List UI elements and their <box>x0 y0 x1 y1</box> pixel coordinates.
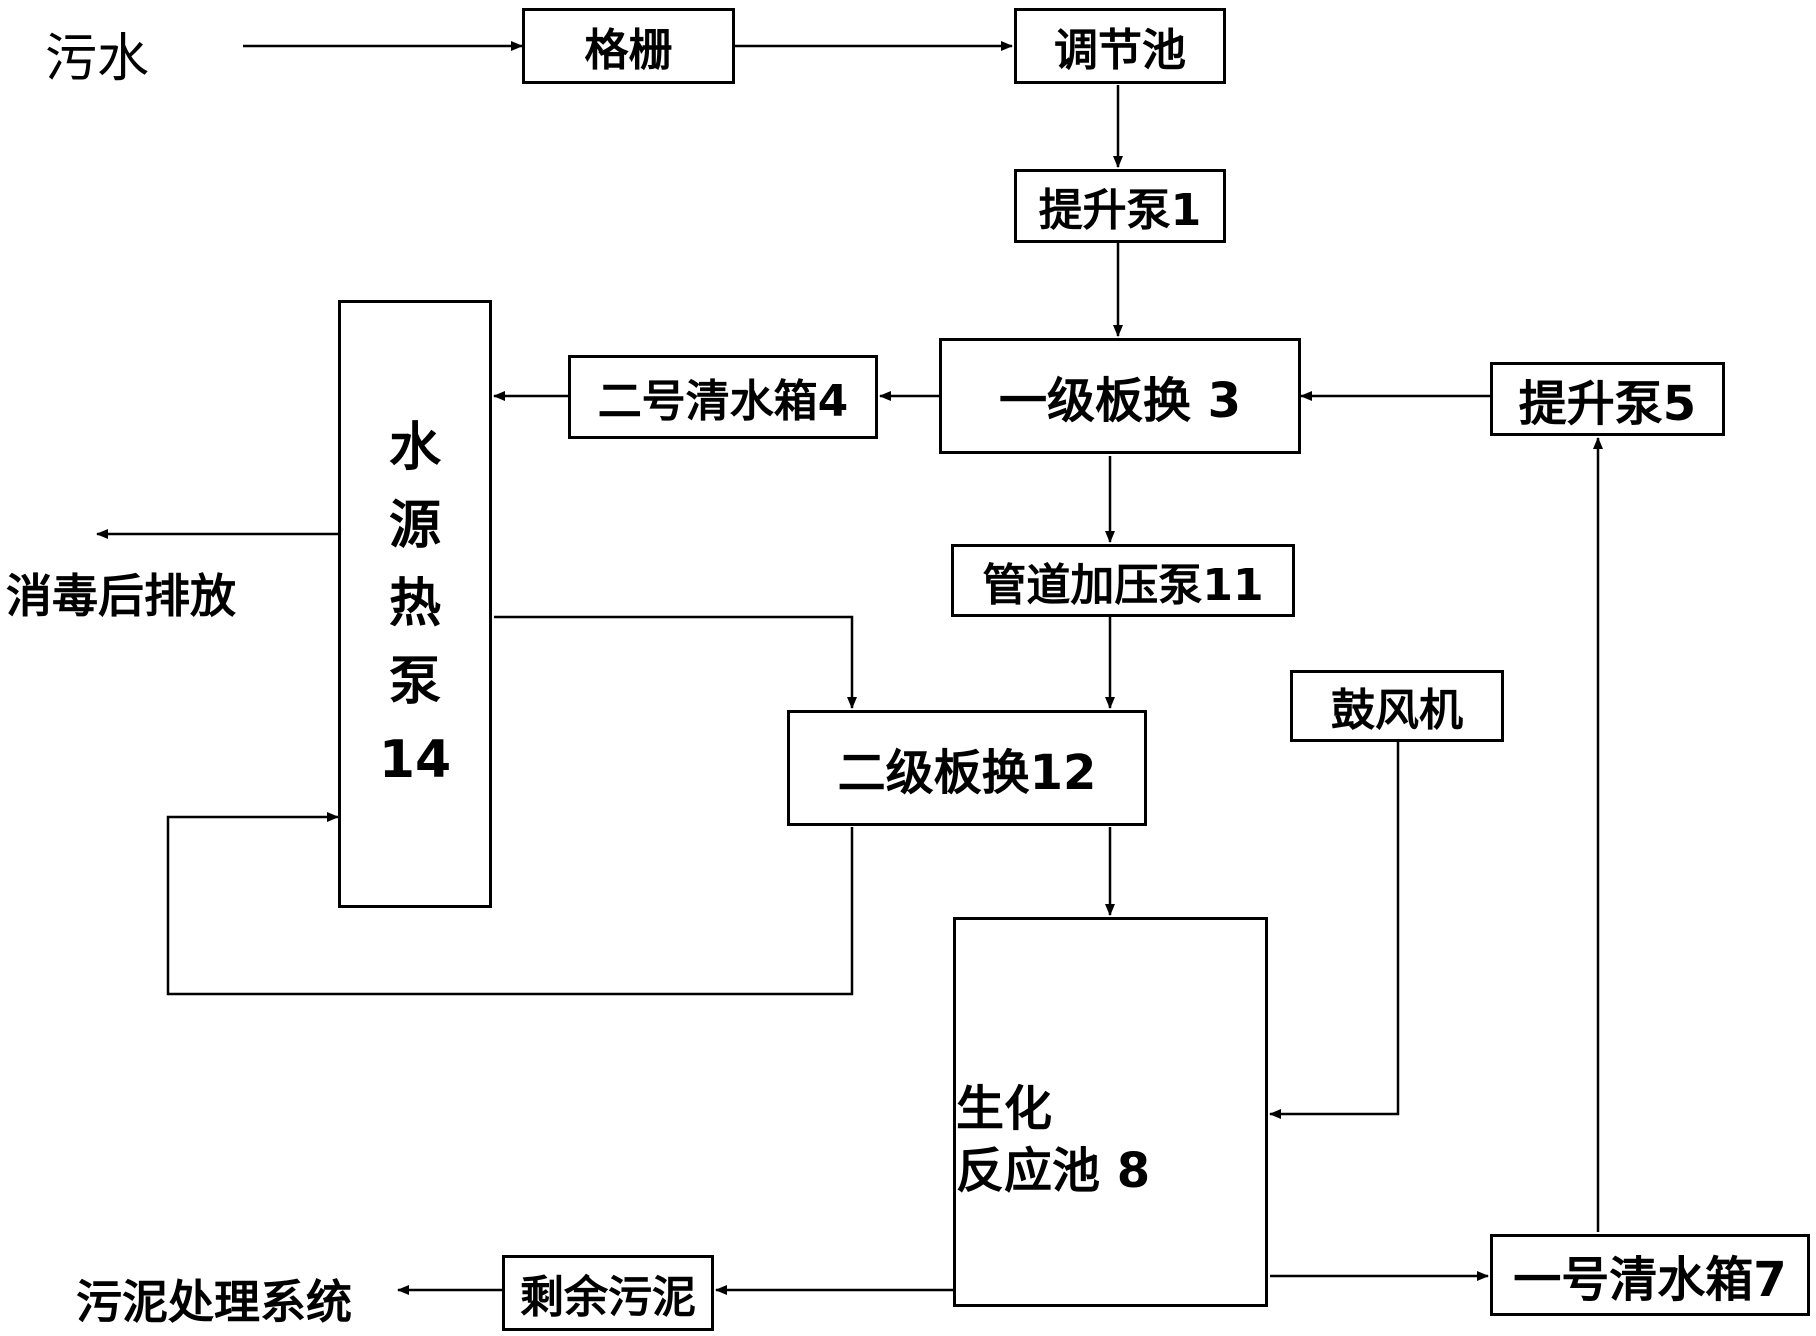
clear-water-tank-7-box: 一号清水箱7 <box>1490 1234 1810 1316</box>
sewage-input-label: 污水 <box>45 29 150 89</box>
lift-pump-5-box: 提升泵5 <box>1490 362 1725 436</box>
blower-box: 鼓风机 <box>1290 670 1504 742</box>
reactor-label-line-1: 生化 <box>956 1080 1053 1137</box>
heat-pump-char-4: 泵 <box>388 652 441 712</box>
reactor-label-line-2: 反应池 8 <box>956 1142 1151 1199</box>
heat-pump-char-3: 热 <box>388 574 441 634</box>
lift-pump-1-box: 提升泵1 <box>1014 169 1226 243</box>
regulating-tank-box: 调节池 <box>1014 8 1226 84</box>
plate-exchanger-3-box: 一级板换 3 <box>939 338 1301 454</box>
arrow-heatpump-to-exchanger12 <box>494 615 857 709</box>
water-source-heat-pump-14-box: 水 源 热 泵 14 <box>338 300 492 908</box>
grille-box: 格栅 <box>522 8 735 84</box>
sludge-treatment-system-label: 污泥处理系统 <box>76 1275 352 1329</box>
excess-sludge-box: 剩余污泥 <box>502 1255 714 1331</box>
heat-pump-number: 14 <box>378 730 452 790</box>
discharge-after-disinfection-label: 消毒后排放 <box>6 569 236 623</box>
plate-exchanger-12-box: 二级板换12 <box>787 710 1147 826</box>
clear-water-tank-4-box: 二号清水箱4 <box>568 355 878 439</box>
heat-pump-char-1: 水 <box>388 418 441 478</box>
loop-exchanger12-to-heatpump <box>166 812 854 996</box>
pipeline-booster-pump-11-box: 管道加压泵11 <box>951 544 1295 617</box>
arrow-blower-to-reactor <box>1269 742 1400 1119</box>
heat-pump-char-2: 源 <box>388 496 441 556</box>
biochemical-reactor-8-box: 生化 反应池 8 <box>953 917 1268 1307</box>
